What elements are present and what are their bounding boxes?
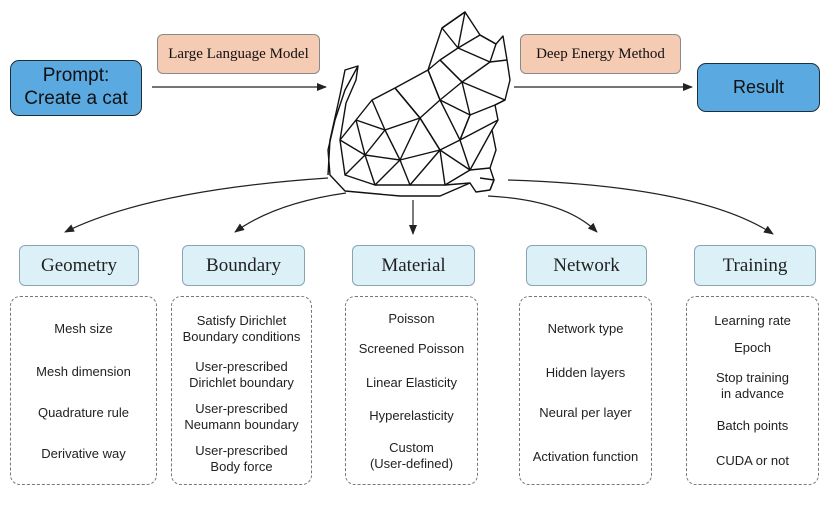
list-item: User-prescribed Neumann boundary <box>184 401 299 432</box>
list-item: Mesh dimension <box>36 364 131 379</box>
material-details: Poisson Screened Poisson Linear Elastici… <box>345 296 478 485</box>
llm-label: Large Language Model <box>168 45 309 62</box>
category-boundary: Boundary <box>182 245 305 286</box>
prompt-box: Prompt: Create a cat <box>10 60 142 116</box>
list-item: CUDA or not <box>716 453 789 468</box>
list-item: Hyperelasticity <box>369 408 454 423</box>
category-title: Boundary <box>206 254 281 276</box>
arrow-to-geometry <box>64 177 329 233</box>
list-item: Screened Poisson <box>358 341 465 356</box>
llm-box: Large Language Model <box>157 34 320 74</box>
dem-box: Deep Energy Method <box>520 34 681 74</box>
dem-label: Deep Energy Method <box>536 45 665 62</box>
prompt-title: Prompt: <box>42 65 110 87</box>
geometry-details: Mesh size Mesh dimension Quadrature rule… <box>10 296 157 485</box>
list-item: Hidden layers <box>545 365 626 380</box>
result-label: Result <box>732 76 785 97</box>
list-item: Stop training in advance <box>716 370 789 401</box>
list-item: Mesh size <box>54 321 113 336</box>
list-item: User-prescribed Body force <box>195 443 288 474</box>
list-item: Satisfy Dirichlet Boundary conditions <box>182 313 301 344</box>
arrow-to-network <box>487 195 598 233</box>
category-network: Network <box>526 245 647 286</box>
network-details: Network type Hidden layers Neural per la… <box>519 296 652 485</box>
category-title: Network <box>553 254 620 276</box>
category-training: Training <box>694 245 816 286</box>
training-details: Learning rate Epoch Stop training in adv… <box>686 296 819 485</box>
category-geometry: Geometry <box>19 245 139 286</box>
list-item: Poisson <box>388 311 435 326</box>
list-item: Batch points <box>716 418 789 433</box>
list-item: Neural per layer <box>539 405 632 420</box>
list-item: Linear Elasticity <box>365 375 458 390</box>
category-title: Material <box>381 254 446 276</box>
boundary-details: Satisfy Dirichlet Boundary conditions Us… <box>171 296 312 485</box>
category-title: Geometry <box>41 254 117 276</box>
list-item: User-prescribed Dirichlet boundary <box>189 359 294 390</box>
prompt-text: Create a cat <box>24 88 128 109</box>
list-item: Activation function <box>532 449 639 464</box>
list-item: Custom (User-defined) <box>369 440 454 471</box>
result-box: Result <box>697 63 820 112</box>
category-material: Material <box>352 245 475 286</box>
list-item: Quadrature rule <box>37 405 130 420</box>
list-item: Learning rate <box>714 313 791 328</box>
low-poly-cat-illustration <box>327 11 511 197</box>
list-item: Network type <box>547 321 624 336</box>
list-item: Epoch <box>734 340 771 355</box>
arrow-to-training <box>507 179 774 235</box>
category-title: Training <box>722 254 788 276</box>
list-item: Derivative way <box>41 446 126 461</box>
arrow-to-boundary <box>234 192 347 233</box>
